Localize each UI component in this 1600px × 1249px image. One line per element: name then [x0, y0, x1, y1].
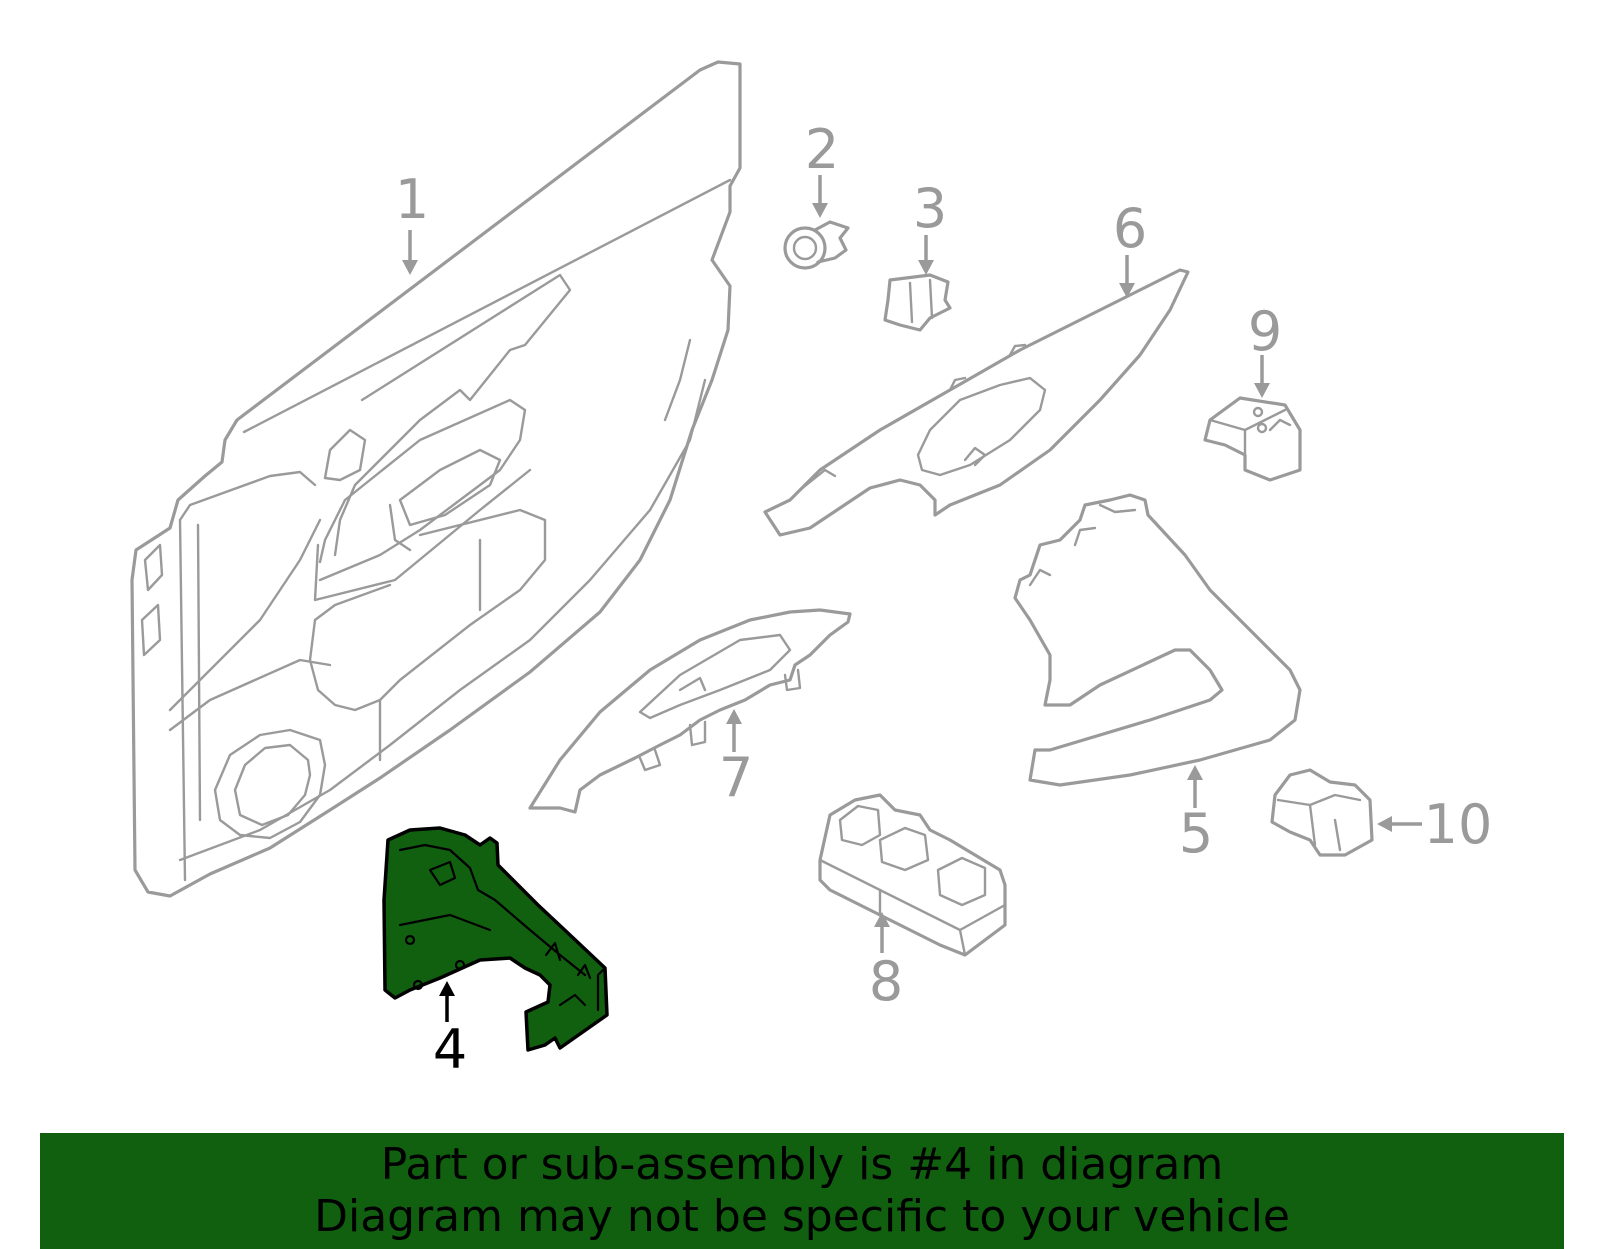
banner-line-disclaimer: Diagram may not be specific to your vehi…: [314, 1191, 1290, 1242]
callout-number-8: 8: [869, 950, 903, 1013]
part-5-armrest-base: [1013, 493, 1302, 787]
part-3-clip: [883, 273, 952, 332]
callout-number-4: 4: [433, 1018, 467, 1081]
callout-number-2: 2: [805, 118, 839, 181]
part-8-switch-assembly: [818, 793, 1007, 957]
banner-line-part-number: Part or sub-assembly is #4 in diagram: [380, 1139, 1224, 1190]
part-1-door-trim-panel: [130, 60, 742, 898]
part-7-lower-garnish: [528, 608, 852, 814]
callout-number-3: 3: [913, 177, 947, 240]
part-6-upper-garnish: [763, 268, 1190, 537]
callout-number-6: 6: [1113, 197, 1147, 260]
callout-number-7: 7: [719, 746, 753, 809]
part-9-switch: [1203, 396, 1302, 482]
part-4-bracket-highlighted: [382, 826, 609, 1052]
parts-diagram: 1 2 3 4 5 6 7 8 9 10: [130, 60, 1493, 1081]
callout-number-10: 10: [1424, 793, 1493, 856]
callout-number-5: 5: [1179, 802, 1213, 865]
callout-number-9: 9: [1248, 300, 1282, 363]
callout-number-1: 1: [395, 168, 429, 231]
info-banner: Part or sub-assembly is #4 in diagram Di…: [40, 1133, 1564, 1249]
part-2-clip: [783, 220, 850, 270]
callout-arrows: [402, 175, 1422, 1022]
part-10-switch: [1270, 768, 1374, 857]
